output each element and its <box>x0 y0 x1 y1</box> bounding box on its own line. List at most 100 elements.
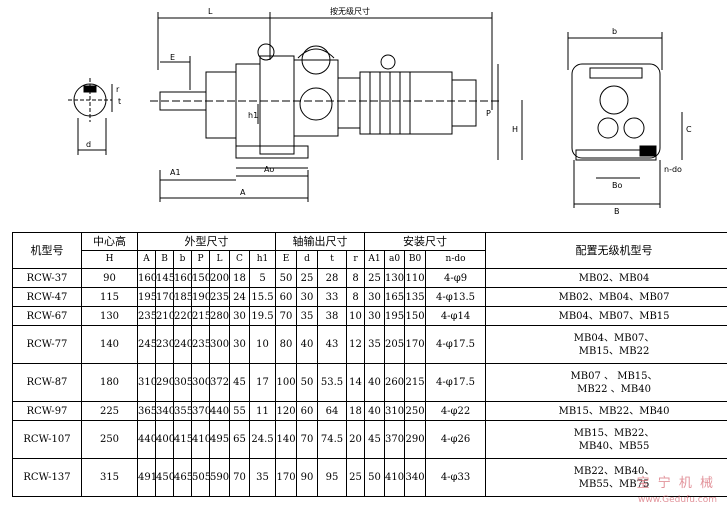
value-cell: 410 <box>191 420 211 459</box>
sub-header-cell: P <box>191 250 210 269</box>
value-cell: 315 <box>81 458 138 497</box>
value-cell: 20 <box>346 420 366 459</box>
watermark-text: 宝 宁 机 械 <box>636 476 715 491</box>
value-cell: 290 <box>155 363 175 402</box>
value-cell: 340 <box>404 458 427 497</box>
dim-B: B <box>614 207 620 216</box>
sub-header-cell: E <box>275 250 298 269</box>
value-cell: 70 <box>275 306 298 326</box>
value-cell: 200 <box>209 268 230 288</box>
sub-header-cell: t <box>317 250 348 269</box>
value-cell: 53.5 <box>317 363 348 402</box>
value-cell: 150 <box>191 268 211 288</box>
value-cell: 4-φ22 <box>425 401 487 421</box>
value-cell: 370 <box>191 401 211 421</box>
value-cell: 310 <box>137 363 157 402</box>
dim-r: r <box>116 85 120 94</box>
value-cell: 18 <box>346 401 366 421</box>
value-cell: 185 <box>173 287 193 307</box>
value-cell: 40 <box>364 401 386 421</box>
value-cell: 43 <box>317 325 348 364</box>
value-cell: 30 <box>296 287 319 307</box>
variator-line: MB04、MB07、 <box>573 332 655 344</box>
value-cell: 45 <box>229 363 250 402</box>
sub-header-cell: B <box>155 250 174 269</box>
value-cell: 310 <box>384 401 406 421</box>
value-cell: 30 <box>229 306 250 326</box>
dim-Bo: Bo <box>612 181 622 190</box>
value-cell: 365 <box>137 401 157 421</box>
dim-Ao: Ao <box>264 165 274 174</box>
variator-line: MB02、MB04、MB07 <box>558 291 670 303</box>
dim-overall: 按无级尺寸 <box>330 6 370 16</box>
sub-header-cell: B0 <box>404 250 427 269</box>
dim-C: C <box>686 125 692 134</box>
value-cell: 12 <box>346 325 366 364</box>
value-cell: 370 <box>384 420 406 459</box>
header-shaft: 轴输出尺寸 <box>275 232 366 251</box>
variator-cell: MB07 、 MB15、MB22 、MB40 <box>485 363 727 402</box>
value-cell: 18 <box>229 268 250 288</box>
value-cell: 25 <box>296 268 319 288</box>
value-cell: 4-φ9 <box>425 268 487 288</box>
value-cell: 140 <box>81 325 138 364</box>
value-cell: 120 <box>275 401 298 421</box>
value-cell: 415 <box>173 420 193 459</box>
variator-cell: MB02、MB04、MB07 <box>485 287 727 307</box>
dim-A1: A1 <box>170 168 181 177</box>
dim-A: A <box>240 188 246 197</box>
value-cell: 24.5 <box>248 420 277 459</box>
value-cell: 135 <box>404 287 427 307</box>
value-cell: 210 <box>155 306 175 326</box>
variator-line: MB07 、 MB15、 <box>570 370 658 382</box>
model-cell: RCW-97 <box>12 401 82 421</box>
value-cell: 250 <box>81 420 138 459</box>
value-cell: 55 <box>229 401 250 421</box>
variator-line: MB40、MB55 <box>578 440 650 452</box>
sub-header-cell: H <box>81 250 138 269</box>
header-center-height: 中心高 <box>81 232 138 251</box>
value-cell: 505 <box>191 458 211 497</box>
variator-line: MB02、MB04 <box>578 272 650 284</box>
value-cell: 4-φ26 <box>425 420 487 459</box>
value-cell: 65 <box>229 420 250 459</box>
dim-b: b <box>612 27 617 36</box>
value-cell: 355 <box>173 401 193 421</box>
sub-header-cell: r <box>346 250 366 269</box>
value-cell: 440 <box>209 401 230 421</box>
variator-cell: MB04、MB07、MB15 <box>485 306 727 326</box>
value-cell: 80 <box>275 325 298 364</box>
value-cell: 450 <box>155 458 175 497</box>
value-cell: 220 <box>173 306 193 326</box>
dim-n-do: n-do <box>664 165 682 174</box>
value-cell: 17 <box>248 363 277 402</box>
value-cell: 45 <box>364 420 386 459</box>
watermark-url: www.Gedufu.com <box>637 495 717 505</box>
value-cell: 24 <box>229 287 250 307</box>
value-cell: 64 <box>317 401 348 421</box>
value-cell: 165 <box>384 287 406 307</box>
value-cell: 160 <box>137 268 157 288</box>
value-cell: 50 <box>275 268 298 288</box>
value-cell: 225 <box>81 401 138 421</box>
value-cell: 410 <box>384 458 406 497</box>
height-dimensions <box>497 64 523 160</box>
value-cell: 10 <box>248 325 277 364</box>
value-cell: 130 <box>384 268 406 288</box>
value-cell: 74.5 <box>317 420 348 459</box>
value-cell: 340 <box>155 401 175 421</box>
dim-d: d <box>86 140 91 149</box>
value-cell: 280 <box>209 306 230 326</box>
variator-line: MB15、MB22、MB40 <box>558 405 670 417</box>
variator-cell: MB22、MB40、MB55、MB75 <box>485 458 727 497</box>
value-cell: 140 <box>275 420 298 459</box>
value-cell: 90 <box>296 458 319 497</box>
dim-P: P <box>486 109 491 118</box>
model-cell: RCW-47 <box>12 287 82 307</box>
value-cell: 4-φ17.5 <box>425 363 487 402</box>
model-cell: RCW-87 <box>12 363 82 402</box>
